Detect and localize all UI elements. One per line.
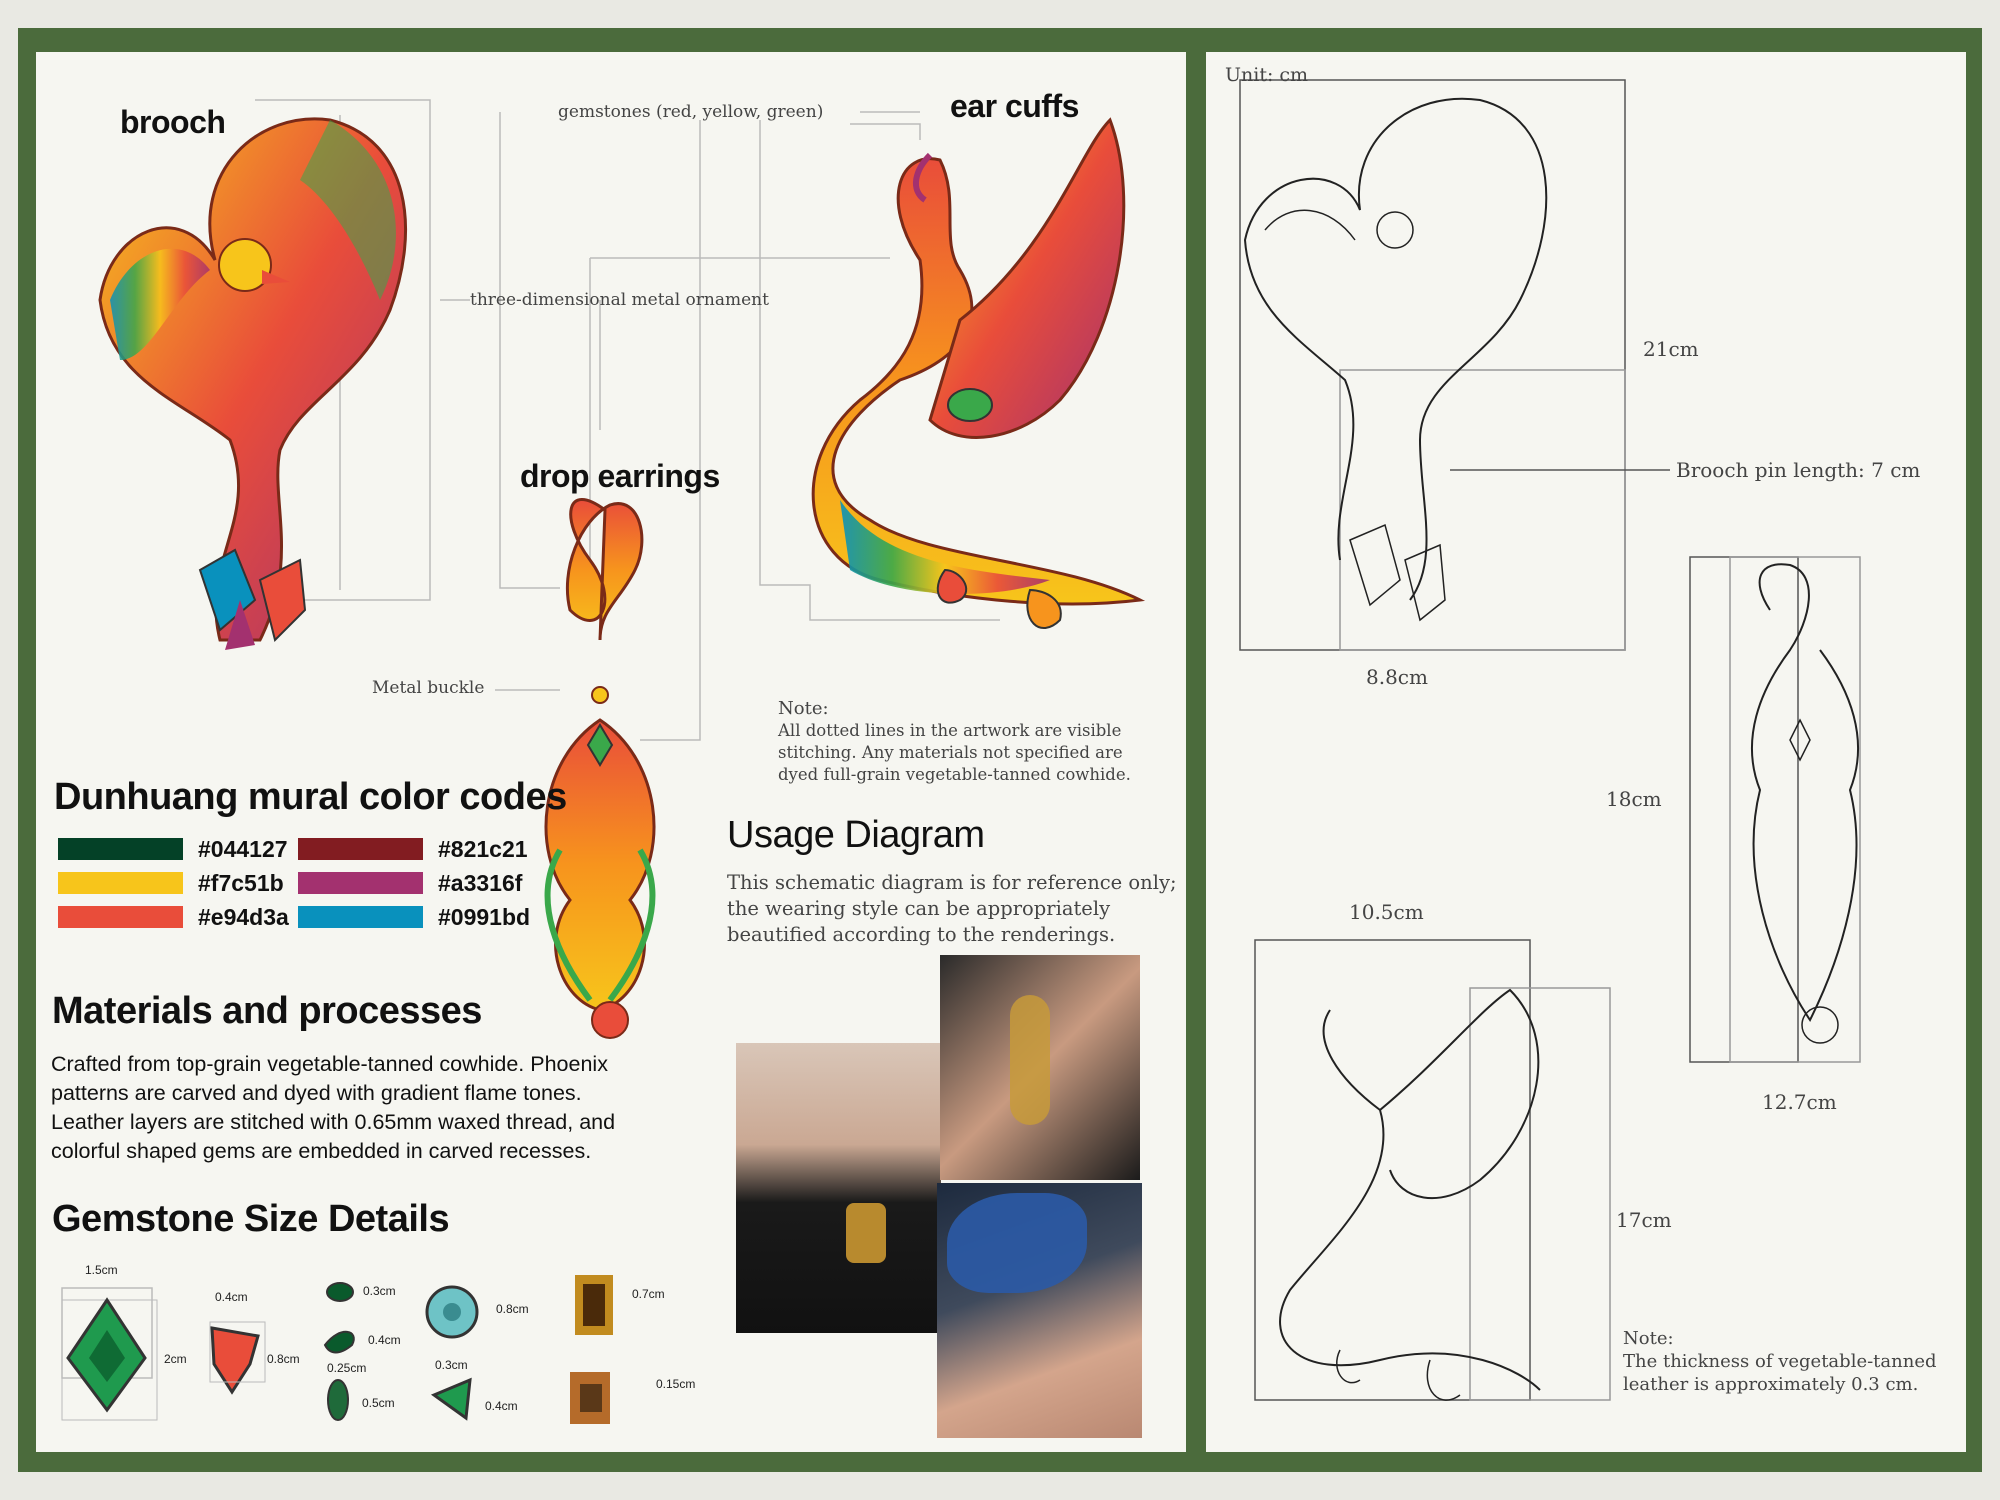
- color-swatch: [298, 838, 423, 860]
- brooch-height-label: 21cm: [1643, 337, 1699, 361]
- ear-cuffs-title: ear cuffs: [950, 88, 1079, 124]
- metal-buckle-label: Metal buckle: [372, 678, 485, 698]
- gemstone-details-title: Gemstone Size Details: [52, 1198, 450, 1240]
- pin-length-label: Brooch pin length: 7 cm: [1676, 458, 1921, 482]
- gem-label: 1.5cm: [85, 1263, 118, 1277]
- color-code-label: #f7c51b: [198, 870, 284, 896]
- brooch-artwork: [98, 117, 407, 650]
- gem-label: 0.5cm: [362, 1396, 395, 1410]
- unit-label: Unit: cm: [1225, 64, 1309, 86]
- note-body: All dotted lines in the artwork are visi…: [778, 721, 1131, 784]
- earring-width-label: 12.7cm: [1762, 1090, 1837, 1114]
- color-swatch: [58, 838, 183, 860]
- ear-cuff-artwork: [811, 117, 1146, 630]
- color-swatch: [58, 906, 183, 928]
- usage-body: This schematic diagram is for reference …: [727, 871, 1177, 946]
- materials-body: Crafted from top-grain vegetable-tanned …: [51, 1052, 616, 1163]
- drop-earrings-title: drop earrings: [520, 458, 720, 494]
- gem-label: 0.8cm: [496, 1302, 529, 1316]
- color-code-label: #044127: [198, 836, 288, 862]
- gem-label: 0.3cm: [363, 1284, 396, 1298]
- metal-ornament-label: three-dimensional metal ornament: [470, 290, 769, 310]
- color-swatch: [298, 906, 423, 928]
- thickness-note-body: The thickness of vegetable-tanned leathe…: [1623, 1351, 1937, 1395]
- gem-label: 0.15cm: [656, 1377, 696, 1391]
- thickness-note-title: Note:: [1623, 1328, 1674, 1349]
- color-codes-title: Dunhuang mural color codes: [54, 776, 567, 818]
- gem-label: 0.4cm: [215, 1290, 248, 1304]
- gem-label: 0.4cm: [485, 1399, 518, 1413]
- technical-line-drawings: [1239, 79, 1861, 1401]
- gem-label: 0.8cm: [267, 1352, 300, 1366]
- color-code-label: #0991bd: [438, 904, 531, 930]
- color-swatch: [298, 872, 423, 894]
- earring-height-label: 18cm: [1606, 787, 1662, 811]
- brooch-title: brooch: [120, 104, 226, 140]
- gem-label: 0.3cm: [435, 1358, 468, 1372]
- color-code-label: #e94d3a: [198, 904, 289, 930]
- gemstones-label: gemstones (red, yellow, green): [558, 102, 824, 122]
- photo-brooch-wear: [736, 1043, 941, 1333]
- photo-ear-cuff-wear: [937, 1183, 1142, 1438]
- gem-label: 0.7cm: [632, 1287, 665, 1301]
- gemstone-illustrations: [61, 1275, 613, 1424]
- gem-label: 0.25cm: [327, 1361, 367, 1375]
- usage-title: Usage Diagram: [727, 814, 985, 856]
- color-code-label: #a3316f: [438, 870, 523, 896]
- color-code-label: #821c21: [438, 836, 528, 862]
- gem-label: 0.4cm: [368, 1333, 401, 1347]
- color-swatch: [58, 872, 183, 894]
- materials-title: Materials and processes: [52, 990, 482, 1032]
- photo-earring-wear: [940, 955, 1140, 1180]
- cuff-height-label: 17cm: [1616, 1208, 1672, 1232]
- gem-label: 2cm: [164, 1352, 187, 1366]
- note-title: Note:: [778, 698, 829, 719]
- drop-earring-artwork: [544, 498, 656, 1039]
- right-panel: [1206, 52, 1966, 1452]
- brooch-width-label: 8.8cm: [1366, 665, 1428, 689]
- cuff-width-label: 10.5cm: [1349, 900, 1424, 924]
